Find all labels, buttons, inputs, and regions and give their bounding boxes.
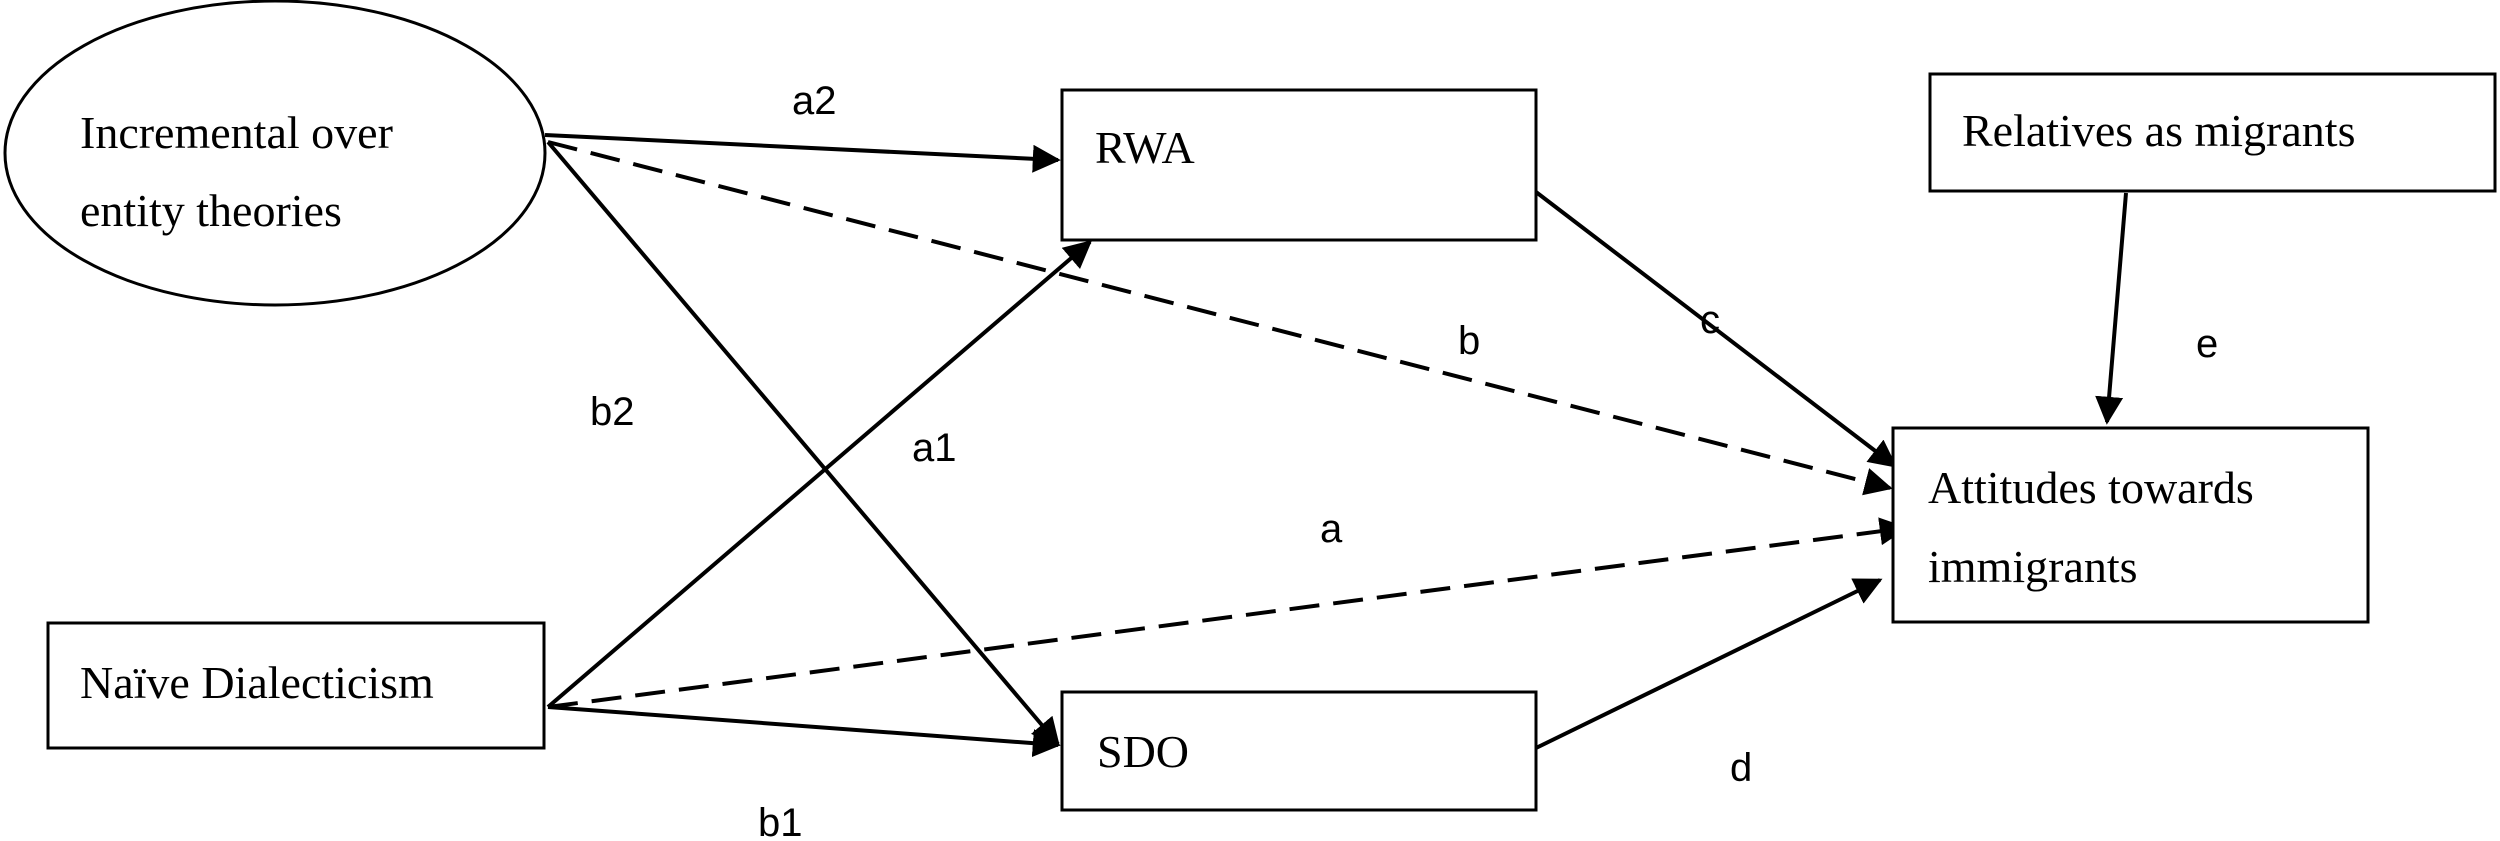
label-b2: b2 [590, 390, 635, 434]
label-a: a [1320, 507, 1343, 551]
node-sdo-label: SDO [1097, 726, 1189, 777]
label-b1: b1 [758, 801, 803, 841]
label-d: d [1730, 746, 1752, 790]
node-attitudes-line-1: Attitudes towards [1928, 462, 2254, 513]
node-sdo: SDO [1060, 690, 1538, 812]
edge-b1 [547, 705, 1061, 758]
edge-e [2095, 192, 2128, 425]
label-a2: a2 [792, 79, 837, 123]
edge-b [547, 140, 1893, 496]
node-incremental: Incremental over entity theories [3, 0, 547, 307]
edge-a2 [544, 133, 1061, 173]
edge-c [1534, 190, 1898, 468]
label-b: b [1458, 319, 1480, 363]
node-incremental-line-2: entity theories [80, 185, 342, 236]
node-naive-label: Naïve Dialecticism [80, 657, 434, 708]
label-c: c [1700, 298, 1720, 342]
node-attitudes-line-2: immigrants [1928, 541, 2138, 592]
node-naive: Naïve Dialecticism [46, 621, 546, 750]
edge-d [1535, 578, 1883, 750]
node-relatives-label: Relatives as migrants [1962, 105, 2355, 156]
node-attitudes: Attitudes towards immigrants [1891, 426, 2370, 624]
node-rwa-label: RWA [1095, 122, 1195, 173]
edge-b2 [546, 140, 1060, 747]
edges [544, 133, 2128, 758]
edge-a1 [546, 240, 1093, 709]
edge-labels: a2 b2 b a1 a b1 c d e [590, 79, 2218, 841]
label-a1: a1 [912, 426, 957, 470]
node-incremental-line-1: Incremental over [80, 107, 393, 158]
edge-a [547, 517, 1908, 709]
node-rwa: RWA [1060, 88, 1538, 242]
label-e: e [2196, 322, 2218, 366]
node-relatives: Relatives as migrants [1928, 72, 2497, 193]
